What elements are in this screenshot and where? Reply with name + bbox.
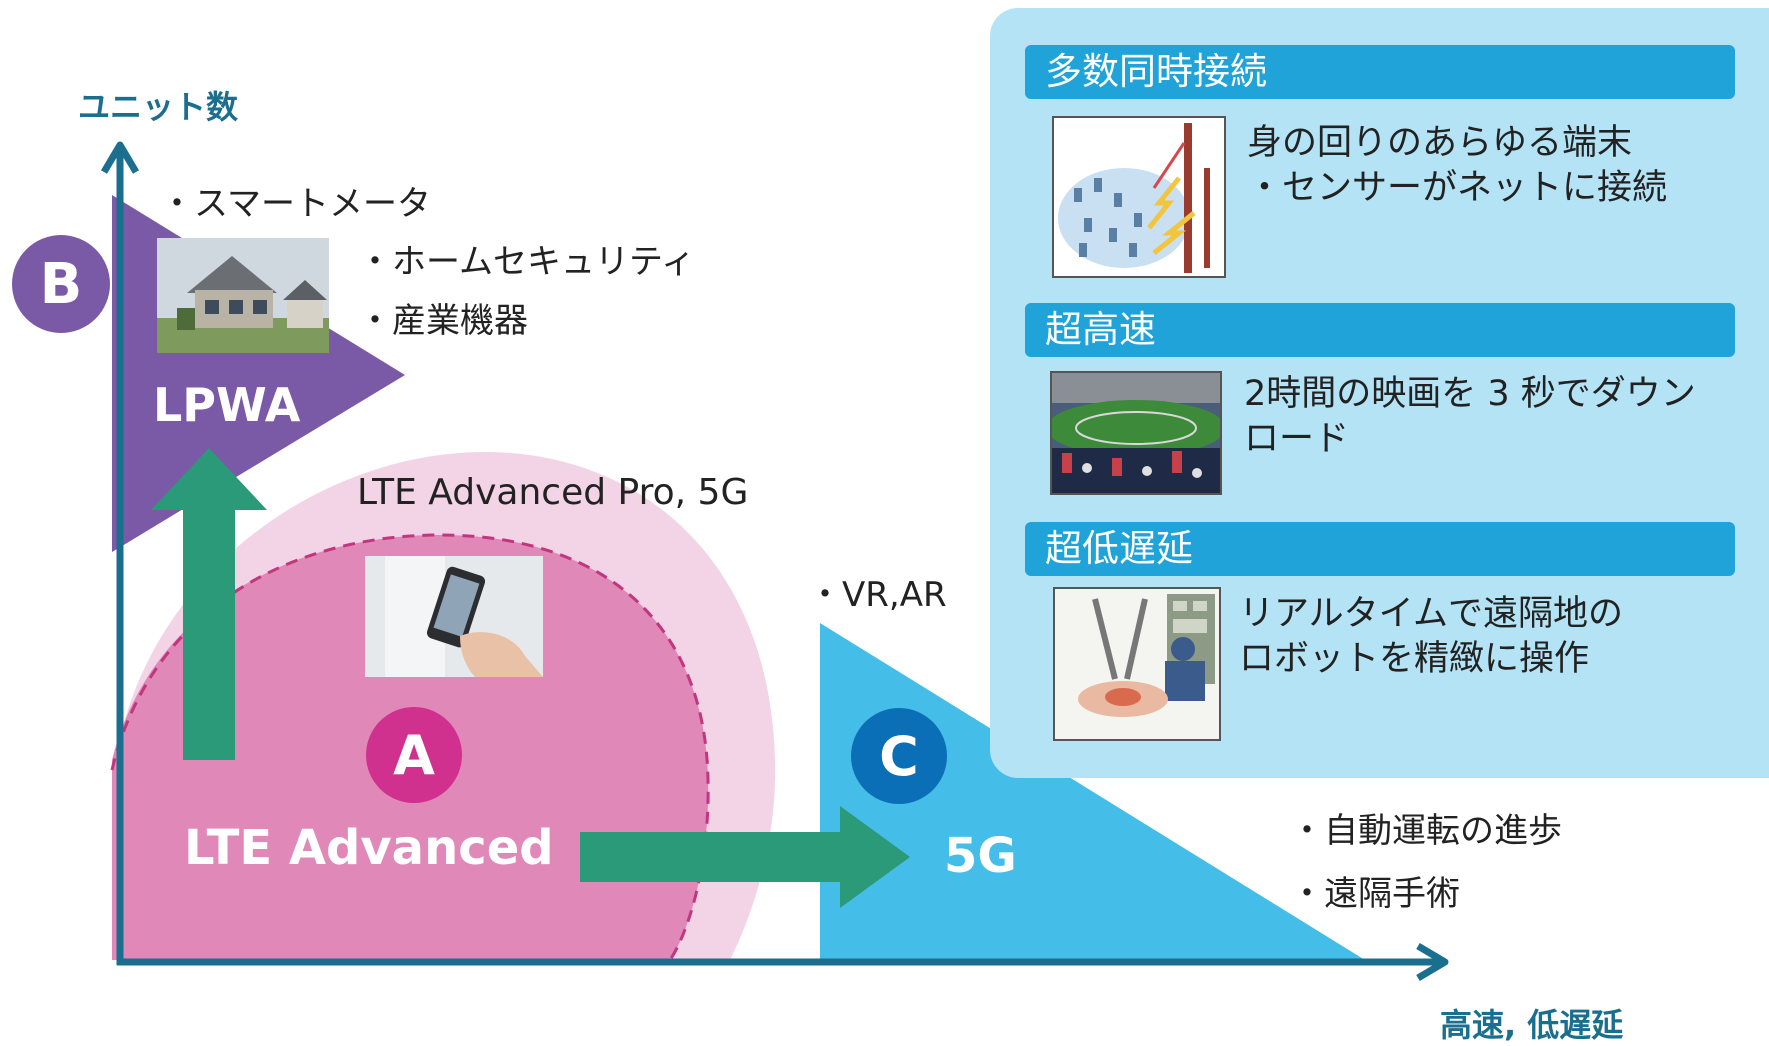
x-axis-arrowhead bbox=[1416, 942, 1449, 982]
stadium-photo-icon bbox=[1050, 371, 1222, 495]
feature-header-ultra-fast: 超高速 bbox=[1025, 303, 1735, 357]
smartphone-photo-icon bbox=[365, 556, 543, 677]
fiveg-bullet-autonomous: ・自動運転の進歩 bbox=[1290, 811, 1562, 851]
rightward-arrow bbox=[580, 806, 910, 908]
feature-desc-massive-line2: ・センサーがネットに接続 bbox=[1247, 168, 1668, 208]
fiveg-bullet-remote-surgery: ・遠隔手術 bbox=[1290, 874, 1460, 914]
lpwa-title: LPWA bbox=[153, 378, 301, 432]
feature-desc-latency-line1: リアルタイムで遠隔地の bbox=[1239, 594, 1623, 634]
fiveg-title: 5G bbox=[944, 828, 1017, 884]
lte-outer-label: LTE Advanced Pro, 5G bbox=[357, 472, 749, 513]
feature-desc-fast-line1: 2時間の映画を 3 秒でダウン bbox=[1244, 374, 1696, 414]
lpwa-bullet-home-security: ・ホームセキュリティ bbox=[358, 242, 695, 282]
circle-a: A bbox=[366, 707, 462, 803]
feature-desc-fast-line2: ロード bbox=[1244, 419, 1350, 459]
y-axis-label: ユニット数 bbox=[78, 88, 239, 126]
circle-c: C bbox=[851, 708, 947, 804]
fiveg-region bbox=[820, 623, 1365, 960]
lpwa-bullet-industrial: ・産業機器 bbox=[358, 301, 528, 341]
lte-title: LTE Advanced bbox=[184, 820, 554, 876]
iot-network-illustration-icon bbox=[1052, 116, 1226, 278]
feature-desc-massive-line1: 身の回りのあらゆる端末 bbox=[1247, 123, 1633, 163]
circle-b: B bbox=[12, 235, 110, 333]
feature-header-massive-connections: 多数同時接続 bbox=[1025, 45, 1735, 99]
fiveg-bullet-vr-ar: ・VR,AR bbox=[808, 575, 947, 615]
upward-arrow bbox=[151, 448, 267, 760]
feature-desc-latency-line2: ロボットを精緻に操作 bbox=[1239, 639, 1590, 679]
feature-header-low-latency: 超低遅延 bbox=[1025, 522, 1735, 576]
house-photo-icon bbox=[157, 238, 329, 353]
y-axis-arrowhead bbox=[100, 141, 140, 174]
remote-surgery-illustration-icon bbox=[1053, 587, 1221, 741]
x-axis-label: 高速, 低遅延 bbox=[1440, 1006, 1624, 1044]
lpwa-bullet-smart-meter: ・スマートメータ bbox=[160, 184, 431, 224]
